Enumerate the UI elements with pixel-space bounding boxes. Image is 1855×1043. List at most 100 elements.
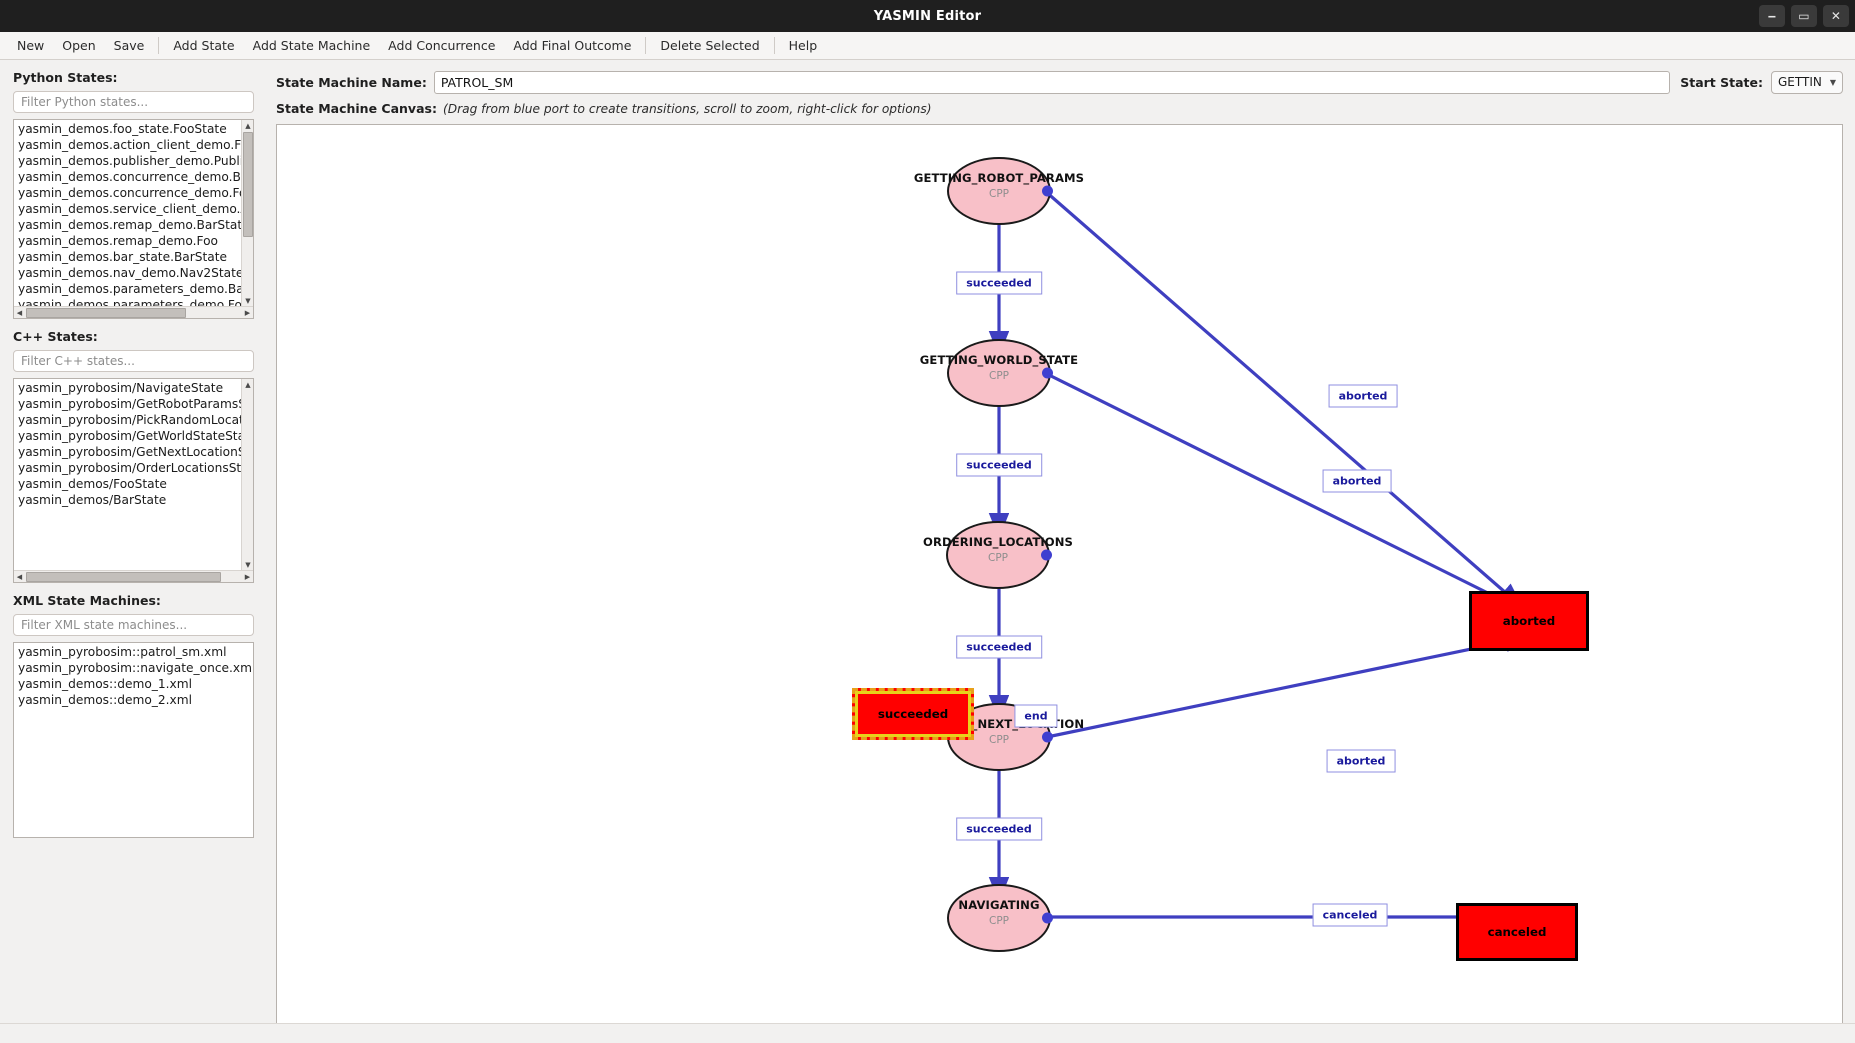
- transition-label-aborted-3[interactable]: aborted: [1326, 749, 1396, 773]
- minimize-icon[interactable]: ‒: [1759, 5, 1785, 27]
- start-state-label: Start State:: [1680, 74, 1763, 90]
- list-item[interactable]: yasmin_demos.action_client_demo.Fibo: [18, 138, 241, 152]
- state-node-getting-robot-params[interactable]: GETTING_ROBOT_PARAMS CPP: [914, 157, 1084, 225]
- python-states-heading: Python States:: [13, 70, 118, 85]
- menu-item-add-concurrence[interactable]: Add Concurrence: [388, 38, 496, 53]
- xml-state-machines-list[interactable]: yasmin_pyrobosim::patrol_sm.xml yasmin_p…: [13, 642, 254, 838]
- scroll-up-icon[interactable]: ▲: [245, 380, 251, 389]
- cpp-filter-input[interactable]: Filter C++ states...: [13, 350, 254, 372]
- state-type: CPP: [989, 369, 1009, 382]
- transition-label-aborted-2[interactable]: aborted: [1322, 469, 1392, 493]
- state-machine-canvas[interactable]: GETTING_ROBOT_PARAMS CPP GETTING_WORLD_S…: [276, 124, 1843, 1031]
- menu-item-save[interactable]: Save: [113, 38, 145, 53]
- state-machine-name-input[interactable]: PATROL_SM: [433, 70, 1671, 94]
- cpp-list-horizontal-scrollbar[interactable]: ◀ ▶: [14, 570, 253, 582]
- python-list-horizontal-scrollbar[interactable]: ◀ ▶: [14, 306, 253, 318]
- output-port[interactable]: [1042, 731, 1053, 743]
- outcome-box[interactable]: succeeded: [852, 688, 974, 740]
- list-item[interactable]: yasmin_pyrobosim/OrderLocationsState: [18, 461, 241, 475]
- transition-label-canceled[interactable]: canceled: [1312, 903, 1388, 927]
- spacer-2: [13, 583, 255, 593]
- output-port[interactable]: [1042, 367, 1053, 379]
- list-item[interactable]: yasmin_demos.concurrence_demo.BarS: [18, 170, 241, 184]
- scroll-left-icon[interactable]: ◀: [16, 573, 23, 581]
- list-item[interactable]: yasmin_pyrobosim/PickRandomLocationS: [18, 413, 241, 427]
- python-filter-input[interactable]: Filter Python states...: [13, 91, 254, 113]
- transition-label-end[interactable]: end: [1014, 704, 1058, 728]
- list-item[interactable]: yasmin_demos.remap_demo.Foo: [18, 234, 219, 248]
- python-states-list[interactable]: yasmin_demos.foo_state.FooState yasmin_d…: [13, 119, 254, 319]
- state-node-getting-world-state[interactable]: GETTING_WORLD_STATE CPP: [920, 339, 1078, 407]
- state-node-navigating[interactable]: NAVIGATING CPP: [947, 884, 1053, 952]
- state-ellipse[interactable]: ORDERING_LOCATIONS CPP: [923, 521, 1073, 589]
- list-item[interactable]: yasmin_demos.parameters_demo.BarSt: [18, 282, 241, 296]
- menu-item-help[interactable]: Help: [788, 38, 818, 53]
- scroll-down-icon[interactable]: ▼: [245, 560, 251, 569]
- state-ellipse[interactable]: GETTING_ROBOT_PARAMS CPP: [914, 157, 1084, 225]
- spacer-1: [13, 319, 255, 329]
- outcome-box[interactable]: canceled: [1456, 903, 1578, 961]
- menu-item-add-state[interactable]: Add State: [173, 38, 235, 53]
- xml-filter-input[interactable]: Filter XML state machines...: [13, 614, 254, 636]
- list-item[interactable]: yasmin_pyrobosim/NavigateState: [18, 381, 224, 395]
- cpp-list-vertical-scrollbar[interactable]: ▲ ▼: [241, 379, 253, 570]
- list-item[interactable]: yasmin_demos.bar_state.BarState: [18, 250, 228, 264]
- cpp-states-heading: C++ States:: [13, 329, 98, 344]
- scroll-left-icon[interactable]: ◀: [16, 309, 23, 317]
- list-item[interactable]: yasmin_demos.concurrence_demo.Foo: [18, 186, 241, 200]
- list-item[interactable]: yasmin_demos::demo_1.xml: [18, 677, 192, 691]
- list-item[interactable]: yasmin_pyrobosim/GetRobotParamsState: [18, 397, 241, 411]
- scrollbar-thumb[interactable]: [26, 572, 221, 582]
- scroll-right-icon[interactable]: ▶: [244, 309, 251, 317]
- menu-item-add-state-machine[interactable]: Add State Machine: [252, 38, 371, 53]
- list-item[interactable]: yasmin_demos/FooState: [18, 477, 167, 491]
- transition-label-succeeded-2[interactable]: succeeded: [956, 453, 1042, 477]
- state-ellipse[interactable]: NAVIGATING CPP: [947, 884, 1053, 952]
- output-port[interactable]: [1041, 549, 1052, 561]
- list-item[interactable]: yasmin_demos.parameters_demo.FooS: [18, 298, 241, 306]
- menu-bar: New Open Save Add State Add State Machin…: [0, 32, 1855, 60]
- python-list-vertical-scrollbar[interactable]: ▲ ▼: [241, 120, 253, 306]
- transition-label-succeeded-4[interactable]: succeeded: [956, 817, 1042, 841]
- cpp-states-list[interactable]: yasmin_pyrobosim/NavigateState yasmin_py…: [13, 378, 254, 583]
- list-item[interactable]: yasmin_demos.publisher_demo.Publish: [18, 154, 241, 168]
- transition-label-succeeded-3[interactable]: succeeded: [956, 635, 1042, 659]
- scrollbar-thumb[interactable]: [243, 132, 253, 237]
- list-item[interactable]: yasmin_demos.foo_state.FooState: [18, 122, 227, 136]
- outcome-node-canceled[interactable]: canceled: [1456, 903, 1578, 961]
- menu-item-add-final-outcome[interactable]: Add Final Outcome: [513, 38, 632, 53]
- state-ellipse[interactable]: GETTING_WORLD_STATE CPP: [920, 339, 1078, 407]
- menu-item-new[interactable]: New: [17, 38, 45, 53]
- scroll-up-icon[interactable]: ▲: [245, 121, 251, 130]
- state-node-ordering-locations[interactable]: ORDERING_LOCATIONS CPP: [923, 521, 1073, 589]
- canvas-hint: (Drag from blue port to create transitio…: [442, 102, 932, 116]
- menu-item-open[interactable]: Open: [62, 38, 96, 53]
- list-item[interactable]: yasmin_pyrobosim::patrol_sm.xml: [18, 645, 227, 659]
- scroll-down-icon[interactable]: ▼: [245, 296, 251, 305]
- outcome-box[interactable]: aborted: [1469, 591, 1589, 651]
- list-item[interactable]: yasmin_demos.service_client_demo.Ad: [18, 202, 241, 216]
- output-port[interactable]: [1042, 185, 1053, 197]
- list-item[interactable]: yasmin_demos/BarState: [18, 493, 167, 507]
- list-item[interactable]: yasmin_pyrobosim/GetNextLocationState: [18, 445, 241, 459]
- list-item[interactable]: yasmin_demos.remap_demo.BarState: [18, 218, 241, 232]
- left-sidebar: Python States: Filter Python states... y…: [0, 60, 268, 1043]
- list-item[interactable]: yasmin_demos::demo_2.xml: [18, 693, 192, 707]
- outcome-node-succeeded[interactable]: succeeded: [852, 688, 974, 740]
- output-port[interactable]: [1042, 912, 1053, 924]
- menu-item-delete-selected[interactable]: Delete Selected: [660, 38, 760, 53]
- state-label: GETTING_ROBOT_PARAMS: [913, 171, 1085, 186]
- list-item[interactable]: yasmin_pyrobosim::navigate_once.xml: [18, 661, 253, 675]
- main-body: Python States: Filter Python states... y…: [0, 60, 1855, 1043]
- close-icon[interactable]: ✕: [1823, 5, 1849, 27]
- state-machine-name-label: State Machine Name:: [276, 74, 427, 90]
- maximize-icon[interactable]: ▭: [1791, 5, 1817, 27]
- list-item[interactable]: yasmin_demos.nav_demo.Nav2State: [18, 266, 241, 280]
- scrollbar-thumb[interactable]: [26, 308, 186, 318]
- outcome-node-aborted[interactable]: aborted: [1469, 591, 1589, 651]
- transition-label-succeeded-1[interactable]: succeeded: [956, 271, 1042, 295]
- start-state-dropdown[interactable]: GETTIN ▼: [1771, 70, 1843, 94]
- transition-label-aborted-1[interactable]: aborted: [1328, 384, 1398, 408]
- list-item[interactable]: yasmin_pyrobosim/GetWorldStateState: [18, 429, 241, 443]
- scroll-right-icon[interactable]: ▶: [244, 573, 251, 581]
